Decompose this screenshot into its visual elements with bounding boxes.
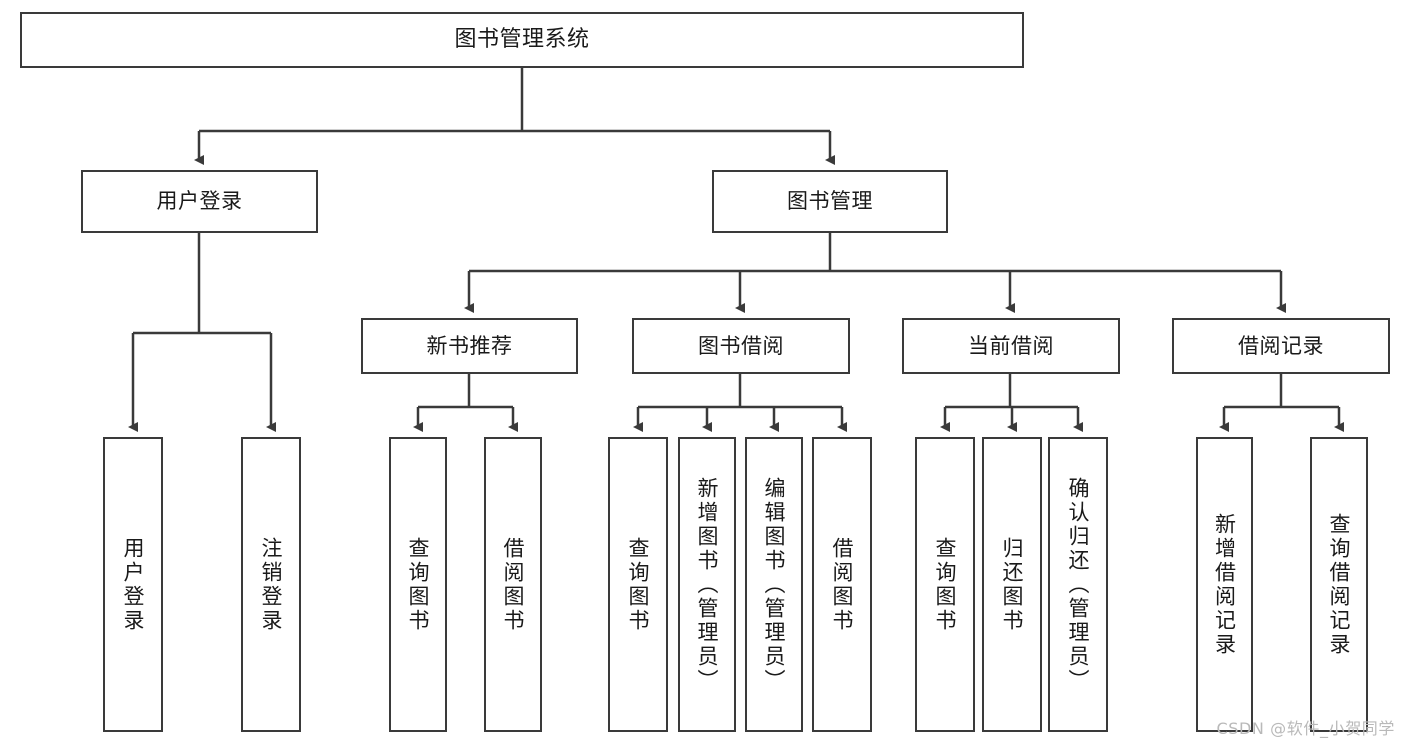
leaf-query-book-current[interactable]: 查询图书	[915, 437, 975, 732]
leaf-add-borrow-record[interactable]: 新增借阅记录	[1196, 437, 1253, 732]
node-label: 借阅图书	[501, 536, 526, 633]
node-label: 新增图书（管理员）	[695, 476, 720, 693]
node-label: 新增借阅记录	[1212, 512, 1237, 657]
node-label: 查询图书	[933, 536, 958, 633]
node-current-borrow[interactable]: 当前借阅	[902, 318, 1120, 374]
node-label: 图书管理系统	[454, 27, 590, 53]
node-label: 用户登录	[156, 189, 243, 214]
node-label: 图书借阅	[698, 333, 784, 358]
leaf-query-book-borrow[interactable]: 查询图书	[608, 437, 668, 732]
leaf-query-borrow-record[interactable]: 查询借阅记录	[1310, 437, 1368, 732]
leaf-borrow-book-borrow[interactable]: 借阅图书	[812, 437, 872, 732]
leaf-return-book[interactable]: 归还图书	[982, 437, 1042, 732]
leaf-confirm-return-admin[interactable]: 确认归还（管理员）	[1048, 437, 1108, 732]
leaf-logout-login[interactable]: 注销登录	[241, 437, 301, 732]
node-label: 借阅图书	[830, 536, 855, 633]
leaf-borrow-book-new-book[interactable]: 借阅图书	[484, 437, 542, 732]
node-borrow-record[interactable]: 借阅记录	[1172, 318, 1390, 374]
leaf-add-book-admin[interactable]: 新增图书（管理员）	[678, 437, 736, 732]
node-root-book-management-system[interactable]: 图书管理系统	[20, 12, 1024, 68]
node-label: 图书管理	[787, 189, 873, 214]
node-label: 借阅记录	[1238, 333, 1324, 358]
node-label: 新书推荐	[426, 333, 513, 358]
node-label: 查询借阅记录	[1327, 512, 1352, 657]
leaf-user-login[interactable]: 用户登录	[103, 437, 163, 732]
node-label: 查询图书	[626, 536, 651, 633]
node-label: 注销登录	[259, 536, 284, 633]
node-label: 用户登录	[121, 536, 146, 633]
node-book-borrow[interactable]: 图书借阅	[632, 318, 850, 374]
node-label: 查询图书	[406, 536, 431, 633]
node-label: 确认归还（管理员）	[1066, 476, 1091, 693]
node-book-management[interactable]: 图书管理	[712, 170, 948, 233]
leaf-edit-book-admin[interactable]: 编辑图书（管理员）	[745, 437, 803, 732]
node-user-login[interactable]: 用户登录	[81, 170, 318, 233]
node-label: 编辑图书（管理员）	[762, 476, 787, 693]
node-new-book-recommend[interactable]: 新书推荐	[361, 318, 578, 374]
node-label: 当前借阅	[968, 333, 1054, 358]
csdn-watermark: CSDN @软件_小贺同学	[1216, 719, 1395, 738]
node-label: 归还图书	[1000, 536, 1025, 633]
leaf-query-book-new-book[interactable]: 查询图书	[389, 437, 447, 732]
